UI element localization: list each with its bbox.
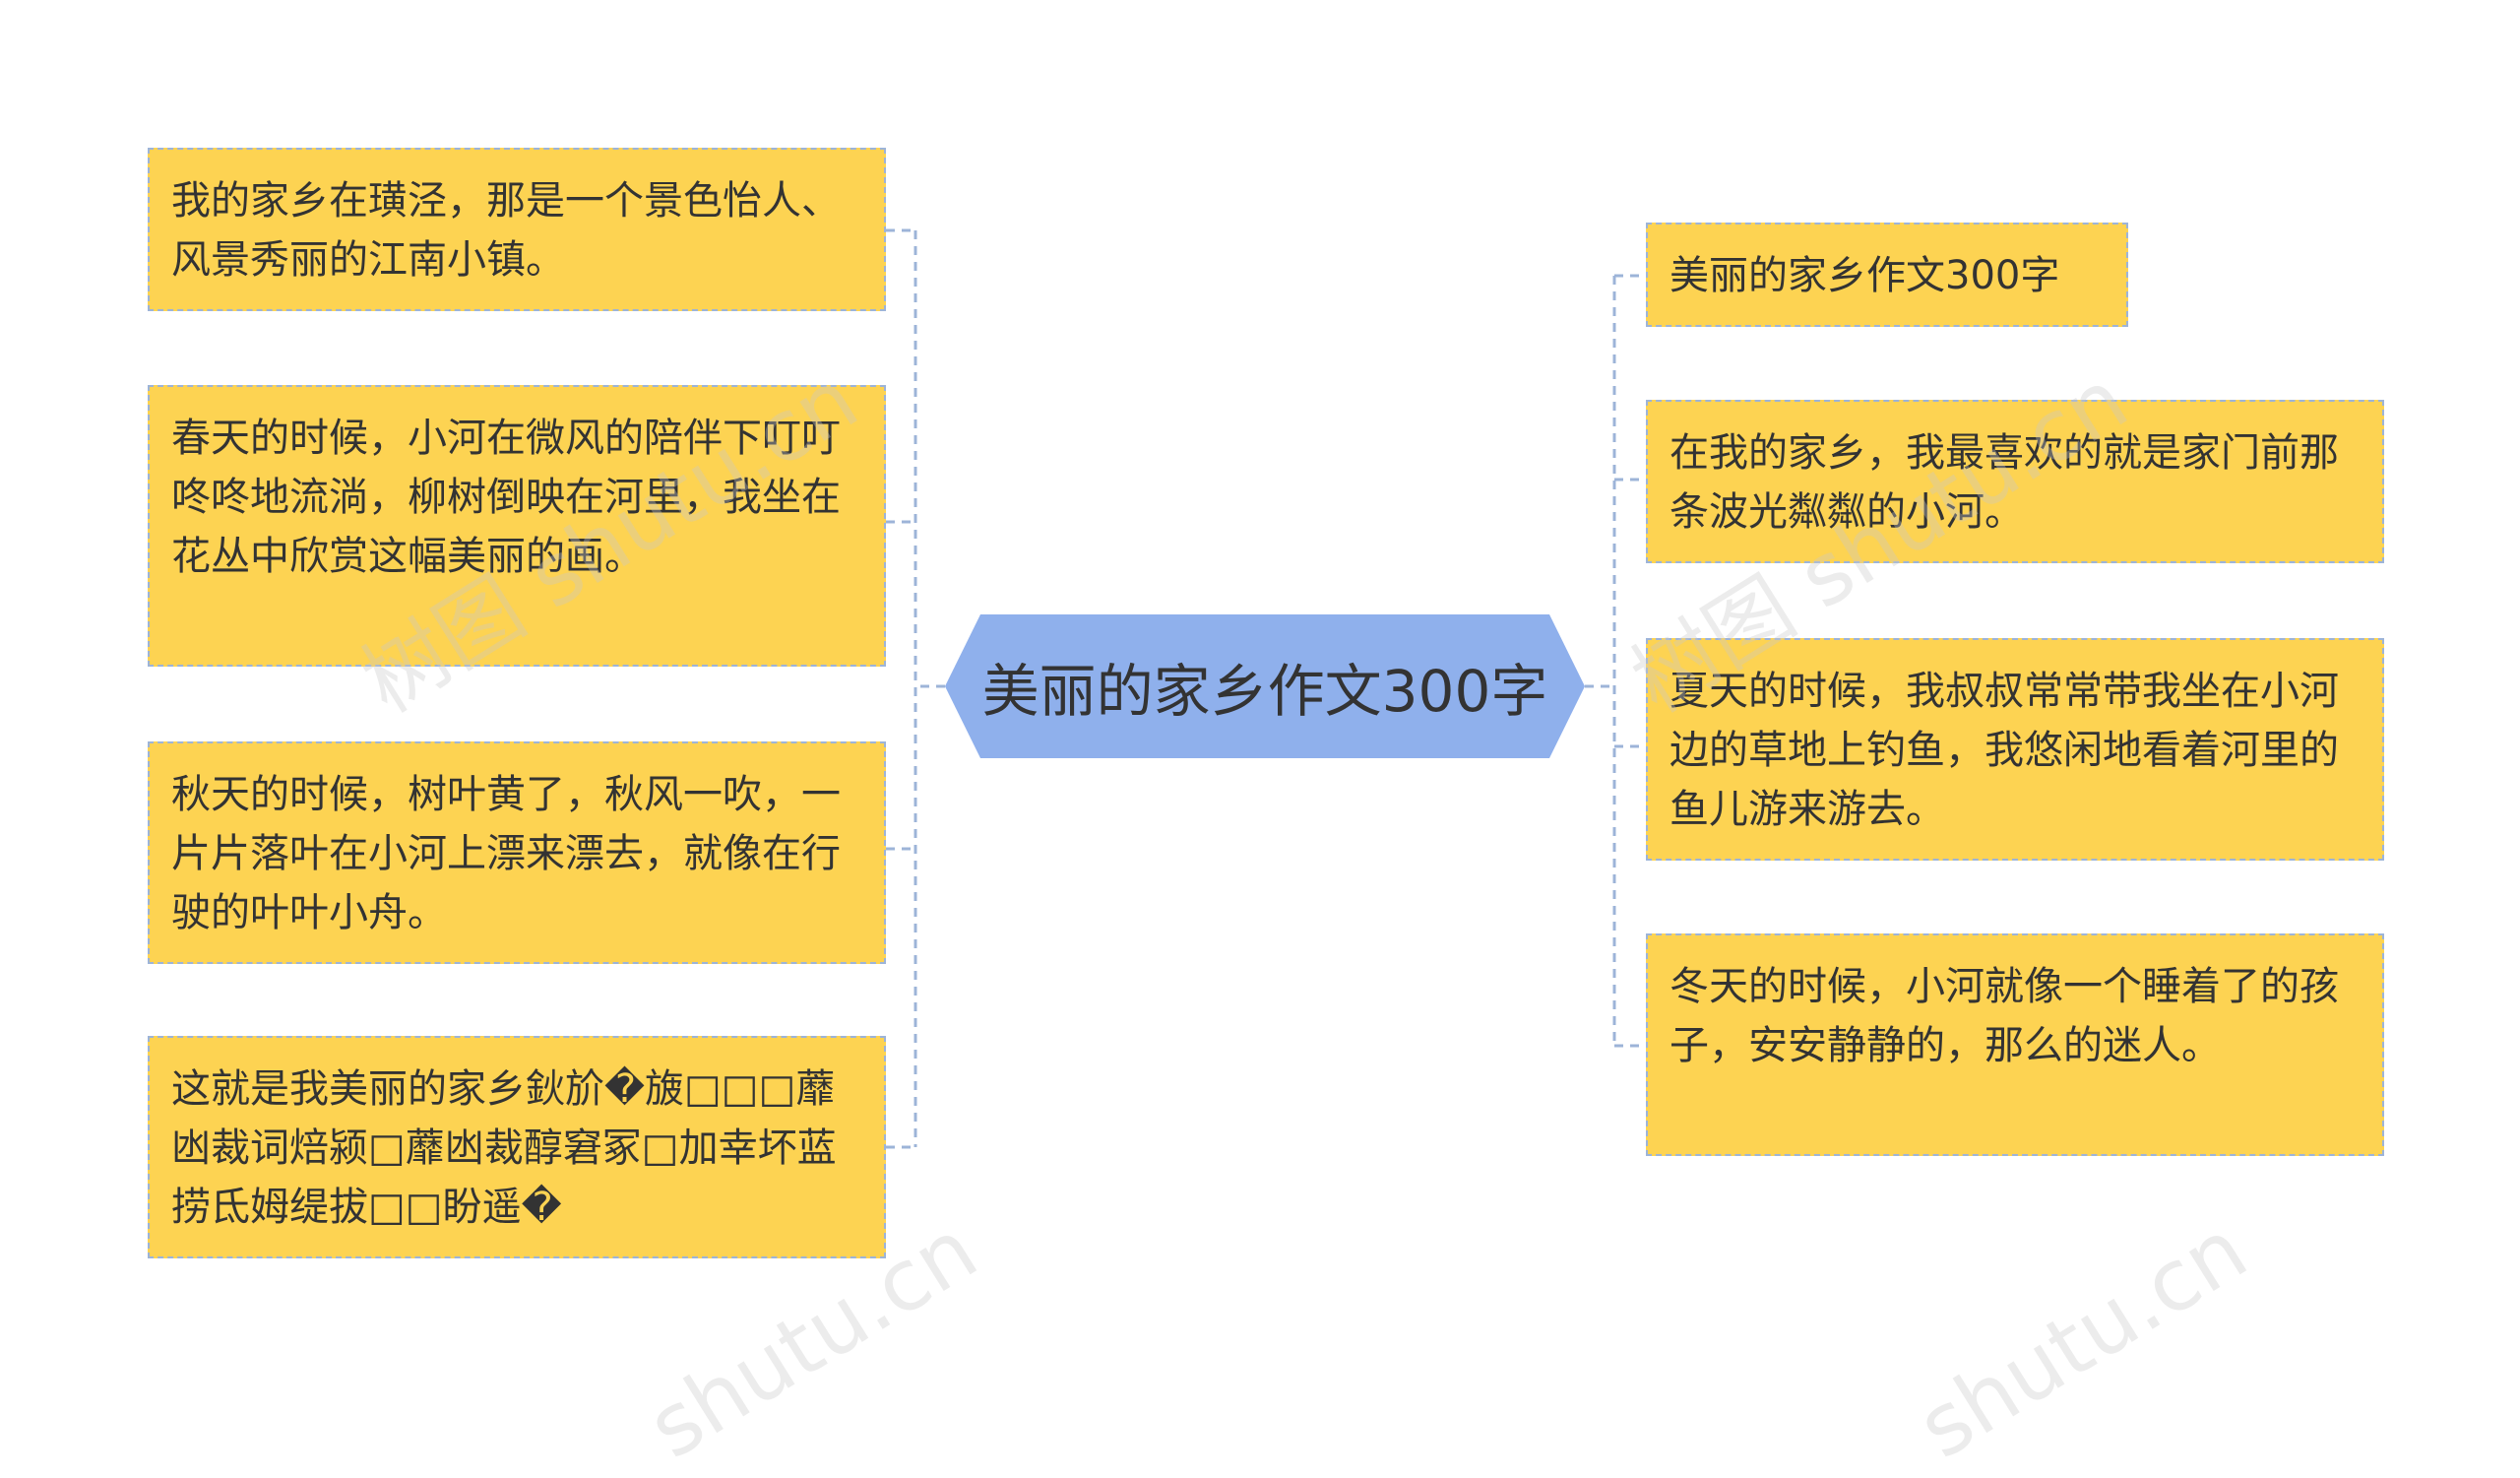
left-node-4[interactable]: 这就是我美丽的家乡鈥斺�旇□□□蘼凼裁词焙颍□蘼凼裁醇窘冢□加幸坏蓝捞氐姆缇拔□… [148,1036,886,1258]
right-node-3[interactable]: 夏天的时候，我叔叔常常带我坐在小河边的草地上钓鱼，我悠闲地看着河里的鱼儿游来游去… [1646,638,2384,861]
left-node-3[interactable]: 秋天的时候，树叶黄了，秋风一吹，一片片落叶在小河上漂来漂去，就像在行驶的叶叶小舟… [148,741,886,964]
left-node-2[interactable]: 春天的时候，小河在微风的陪伴下叮叮咚咚地流淌，柳树倒映在河里，我坐在花丛中欣赏这… [148,385,886,667]
left-node-4-text: 这就是我美丽的家乡鈥斺�旇□□□蘼凼裁词焙颍□蘼凼裁醇窘冢□加幸坏蓝捞氐姆缇拔□… [171,1066,837,1230]
left-connector-trunk [914,230,945,1147]
left-node-3-text: 秋天的时候，树叶黄了，秋风一吹，一片片落叶在小河上漂来漂去，就像在行驶的叶叶小舟… [171,772,841,935]
right-node-2[interactable]: 在我的家乡，我最喜欢的就是家门前那条波光粼粼的小河。 [1646,400,2384,563]
right-node-2-text: 在我的家乡，我最喜欢的就是家门前那条波光粼粼的小河。 [1670,430,2339,535]
right-node-4[interactable]: 冬天的时候，小河就像一个睡着了的孩子，安安静静的，那么的迷人。 [1646,933,2384,1156]
left-node-2-text: 春天的时候，小河在微风的陪伴下叮叮咚咚地流淌，柳树倒映在河里，我坐在花丛中欣赏这… [171,416,841,579]
right-node-3-text: 夏天的时候，我叔叔常常带我坐在小河边的草地上钓鱼，我悠闲地看着河里的鱼儿游来游去… [1670,669,2339,832]
right-node-4-text: 冬天的时候，小河就像一个睡着了的孩子，安安静静的，那么的迷人。 [1670,964,2339,1068]
right-node-1-text: 美丽的家乡作文300字 [1670,253,2060,298]
center-topic-node[interactable]: 美丽的家乡作文300字 [945,614,1585,758]
mind-map-canvas: 我的家乡在璜泾，那是一个景色怡人、风景秀丽的江南小镇。 春天的时候，小河在微风的… [148,148,2384,1478]
center-topic-title: 美丽的家乡作文300字 [981,658,1548,725]
connector-lines [886,228,1646,1149]
left-node-1[interactable]: 我的家乡在璜泾，那是一个景色怡人、风景秀丽的江南小镇。 [148,148,886,311]
right-connector-trunk [1585,276,1616,1046]
left-node-1-text: 我的家乡在璜泾，那是一个景色怡人、风景秀丽的江南小镇。 [171,178,841,283]
right-node-1[interactable]: 美丽的家乡作文300字 [1646,223,2128,327]
